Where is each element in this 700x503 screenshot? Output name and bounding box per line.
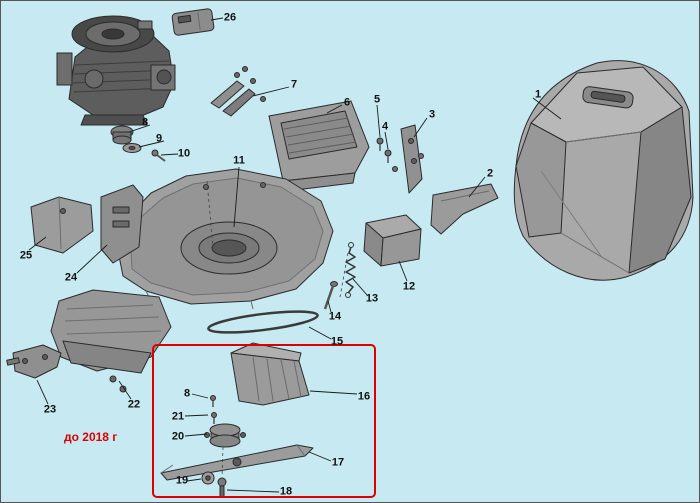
part-label-2: 2 bbox=[486, 167, 494, 180]
front-housing bbox=[50, 289, 172, 393]
discharge-chute bbox=[230, 342, 310, 406]
lower-bracket bbox=[6, 344, 62, 379]
part-label-5: 5 bbox=[373, 93, 381, 106]
left-side-cover bbox=[30, 196, 94, 254]
part-label-16: 16 bbox=[357, 390, 371, 403]
alignment-lines bbox=[206, 180, 349, 478]
blade-washer bbox=[201, 471, 215, 485]
part-label-12: 12 bbox=[402, 280, 416, 293]
part-label-1: 1 bbox=[534, 88, 542, 101]
engine-assembly bbox=[56, 15, 176, 126]
part-label-23: 23 bbox=[43, 403, 57, 416]
part-label-26: 26 bbox=[223, 11, 237, 24]
drive-belt bbox=[207, 310, 319, 334]
long-bolt bbox=[323, 281, 338, 310]
part-label-15: 15 bbox=[330, 335, 344, 348]
blade-center-bolt bbox=[217, 477, 227, 498]
fastener-screws bbox=[376, 137, 392, 163]
grass-catcher-bag bbox=[513, 60, 694, 281]
mount-bracket bbox=[210, 66, 266, 117]
blade-mount-screws bbox=[210, 395, 217, 424]
part-label-18: 18 bbox=[279, 485, 293, 498]
deck-bolt bbox=[151, 149, 166, 162]
rear-skirt-bracket bbox=[430, 183, 499, 235]
cap-and-washer bbox=[110, 125, 142, 153]
part-label-14: 14 bbox=[328, 310, 342, 323]
tension-spring bbox=[345, 242, 356, 298]
part-label-20: 20 bbox=[171, 430, 185, 443]
part-label-10: 10 bbox=[177, 147, 191, 160]
side-bracket-panel bbox=[392, 124, 424, 194]
part-label-17: 17 bbox=[331, 456, 345, 469]
part-label-24: 24 bbox=[64, 271, 78, 284]
part-label-6: 6 bbox=[343, 96, 351, 109]
mower-deck bbox=[118, 168, 334, 310]
leader-lines bbox=[28, 17, 562, 493]
part-label-25: 25 bbox=[19, 249, 33, 262]
rear-hatch bbox=[268, 100, 370, 192]
blade-adapter bbox=[204, 423, 246, 448]
part-label-8-box: 8 bbox=[183, 387, 191, 400]
part-label-22: 22 bbox=[127, 398, 141, 411]
pre-2018-note: до 2018 г bbox=[64, 430, 118, 444]
chute-block bbox=[363, 214, 422, 267]
part-label-21: 21 bbox=[171, 410, 185, 423]
part-label-13: 13 bbox=[365, 292, 379, 305]
part-label-3: 3 bbox=[428, 108, 436, 121]
pre-2018-highlight-box bbox=[152, 344, 376, 498]
part-label-9: 9 bbox=[155, 132, 163, 145]
part-label-19: 19 bbox=[175, 474, 189, 487]
part-label-7: 7 bbox=[290, 78, 298, 91]
part-label-11: 11 bbox=[233, 154, 245, 167]
battery-module bbox=[171, 8, 215, 36]
inner-side-panel bbox=[100, 184, 144, 264]
part-label-4: 4 bbox=[381, 120, 389, 133]
part-label-8-top: 8 bbox=[141, 116, 149, 129]
